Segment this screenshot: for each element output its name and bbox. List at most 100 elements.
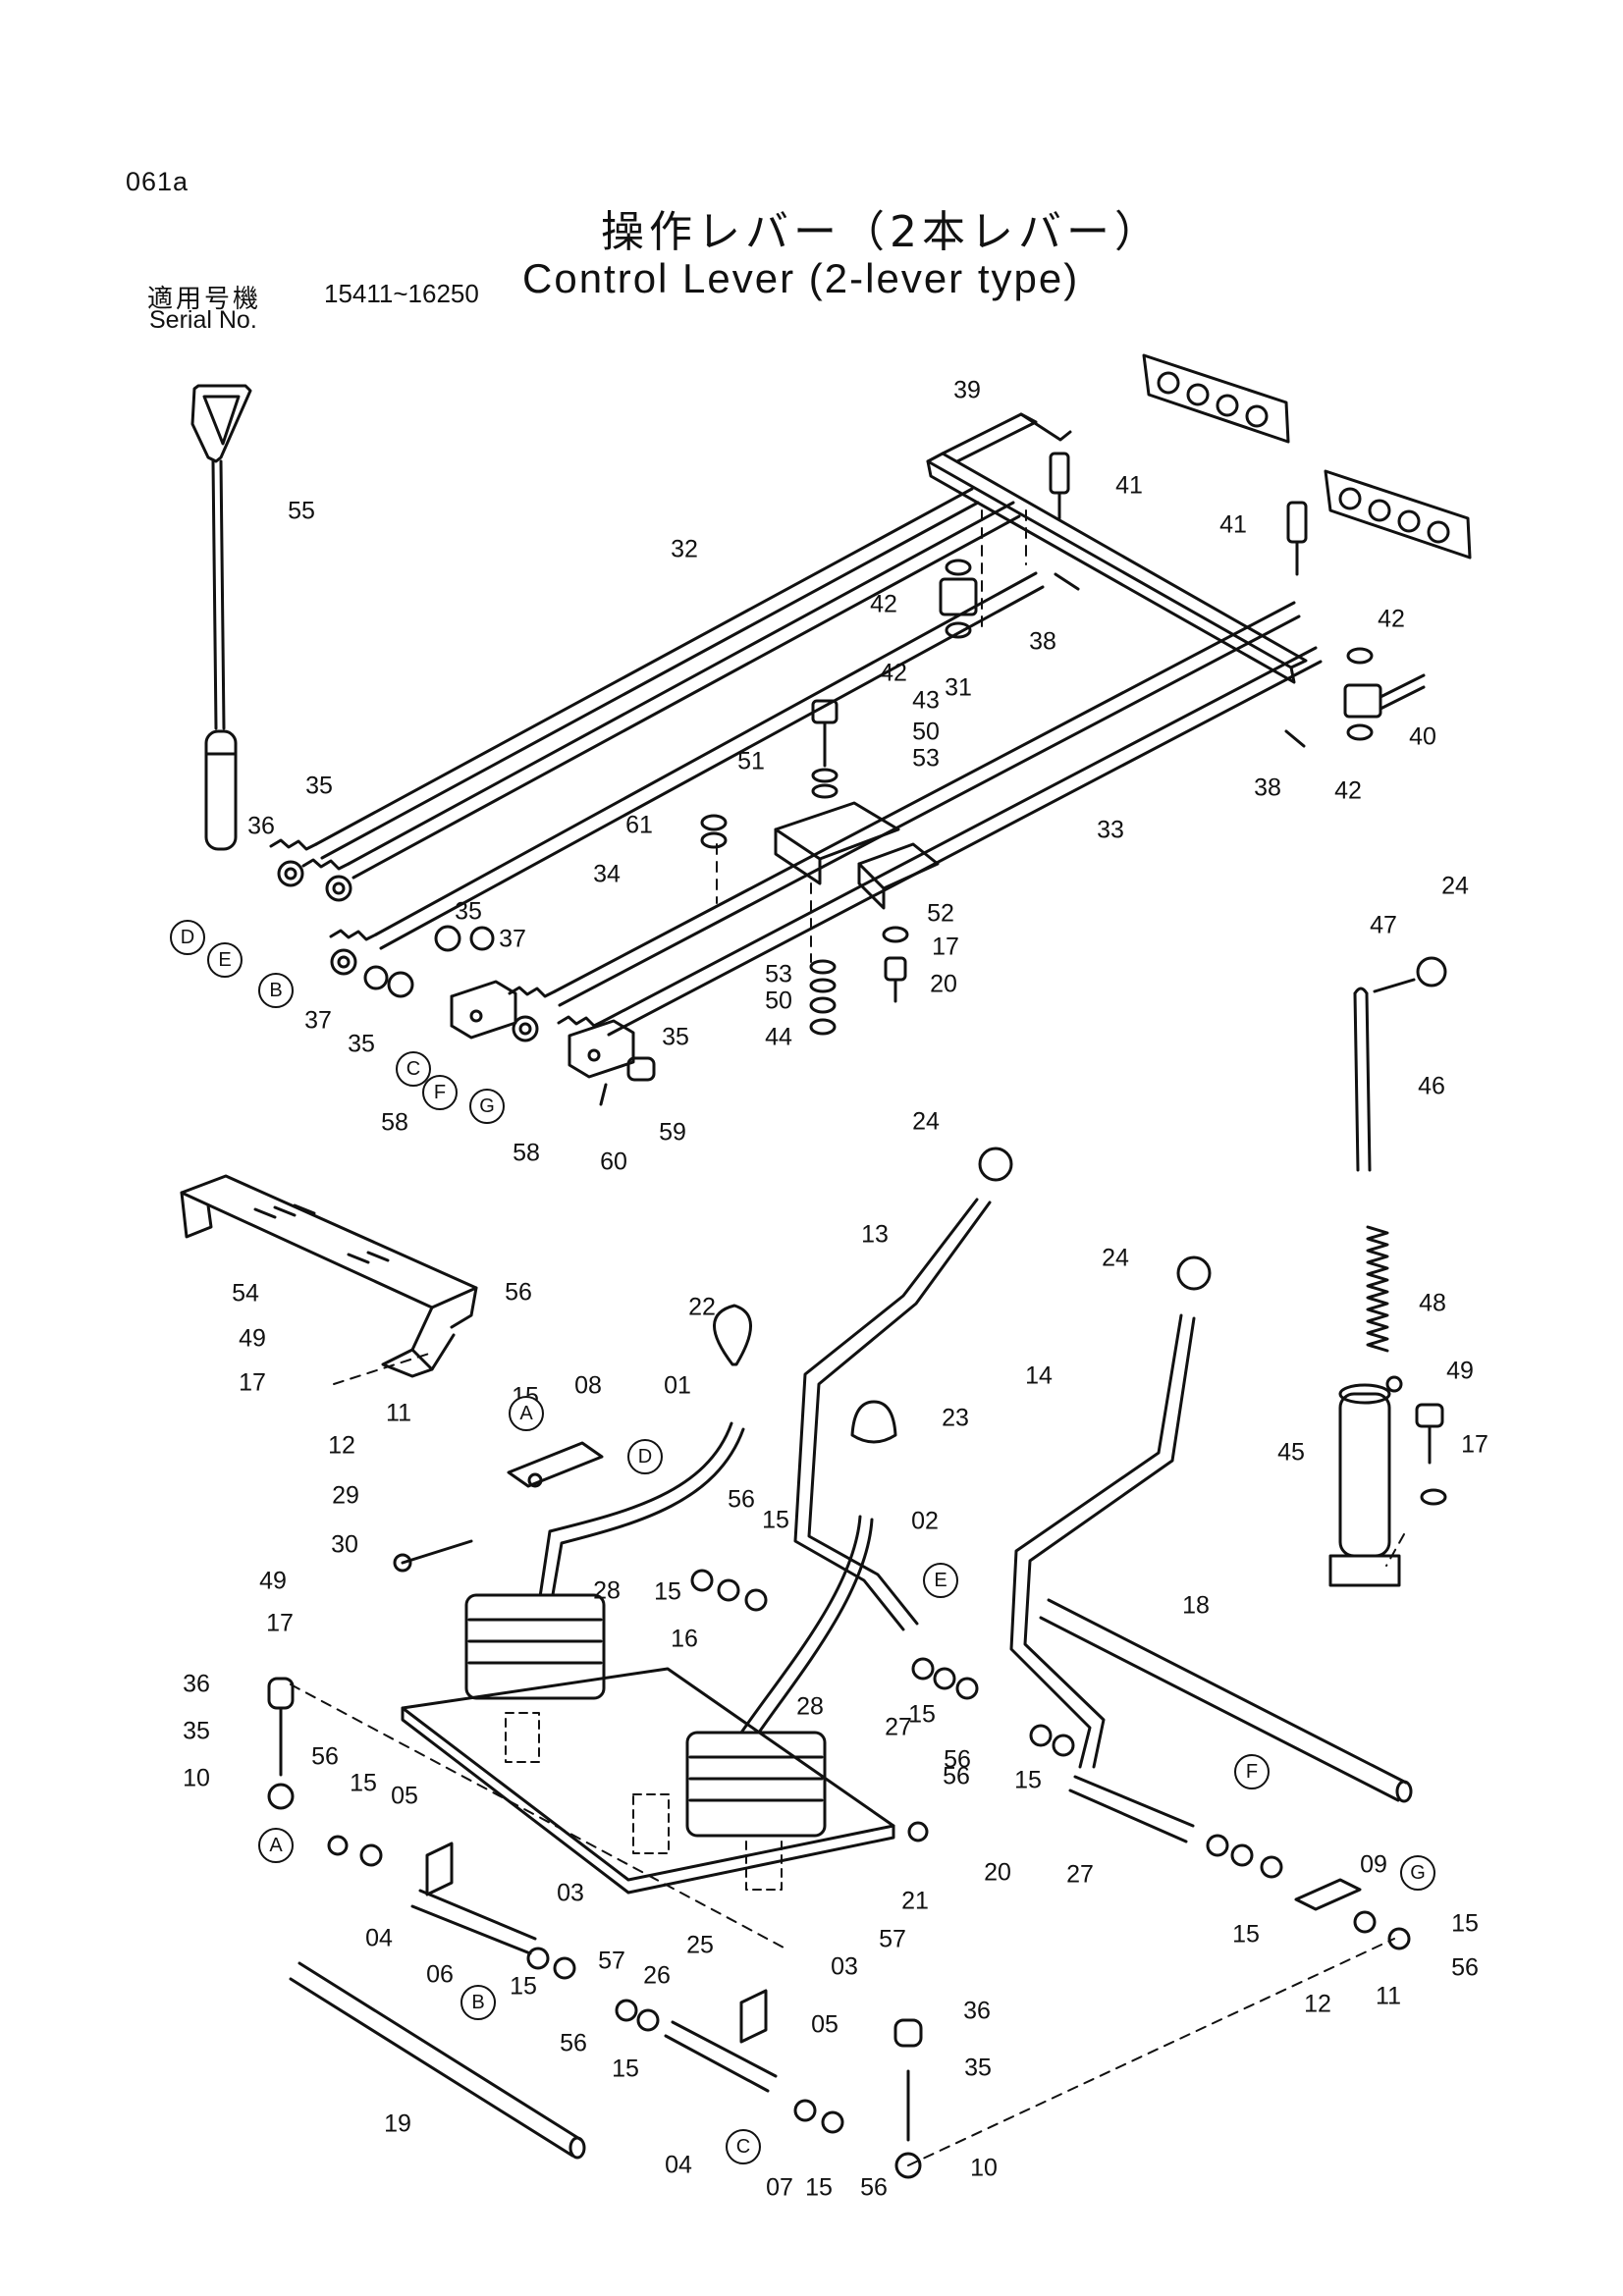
part-label: 56 xyxy=(944,1745,971,1774)
part-label: 04 xyxy=(365,1924,393,1952)
part-label: 24 xyxy=(912,1107,940,1136)
part-label: 17 xyxy=(932,933,959,961)
part-label: 14 xyxy=(1025,1362,1053,1390)
part-label: 22 xyxy=(688,1293,716,1321)
part-label: 35 xyxy=(455,897,482,926)
part-label: 13 xyxy=(861,1220,889,1249)
part-label: 28 xyxy=(796,1692,824,1721)
part-label: 49 xyxy=(259,1567,287,1595)
title-japanese: 操作レバー（2本レバー） xyxy=(601,207,1163,257)
part-label: 15 xyxy=(1232,1920,1260,1949)
part-label: 61 xyxy=(625,811,653,839)
part-label: 56 xyxy=(560,2029,587,2057)
part-label: 30 xyxy=(331,1530,358,1559)
part-label: 32 xyxy=(671,535,698,563)
part-label: 24 xyxy=(1441,872,1469,900)
part-label: 42 xyxy=(1334,776,1362,805)
part-label: 23 xyxy=(942,1404,969,1432)
circled-letter: E xyxy=(207,942,243,978)
part-label: 36 xyxy=(183,1670,210,1698)
part-label: 35 xyxy=(662,1023,689,1051)
part-label: 18 xyxy=(1182,1591,1210,1620)
part-label: 48 xyxy=(1419,1289,1446,1317)
part-label: 46 xyxy=(1418,1072,1445,1100)
part-label: 15 xyxy=(510,1972,537,2001)
part-label: 35 xyxy=(305,772,333,800)
part-label: 57 xyxy=(598,1947,625,1975)
part-label: 12 xyxy=(1304,1990,1331,2018)
part-label: 27 xyxy=(885,1713,912,1741)
part-label: 15 xyxy=(350,1769,377,1797)
part-label: 24 xyxy=(1102,1244,1129,1272)
part-label: 11 xyxy=(1376,1982,1401,2010)
part-label: 10 xyxy=(970,2154,998,2182)
part-label: 56 xyxy=(860,2173,888,2202)
part-label: 04 xyxy=(665,2151,692,2179)
circled-letter: A xyxy=(258,1828,294,1863)
part-label: 55 xyxy=(288,497,315,525)
part-label: 19 xyxy=(384,2109,411,2138)
part-label: 47 xyxy=(1370,911,1397,939)
part-label: 52 xyxy=(927,899,954,928)
part-label: 08 xyxy=(574,1371,602,1400)
part-label: 58 xyxy=(513,1139,540,1167)
circled-letter: D xyxy=(170,920,205,955)
part-label: 10 xyxy=(183,1764,210,1792)
part-label: 07 xyxy=(766,2173,793,2202)
part-label: 15 xyxy=(805,2173,833,2202)
part-label: 17 xyxy=(239,1368,266,1397)
serial-label-english: Serial No. xyxy=(149,306,257,334)
part-label: 42 xyxy=(870,590,897,618)
title-english: Control Lever (2-lever type) xyxy=(522,255,1080,301)
part-label: 57 xyxy=(879,1925,906,1953)
upper-linkage-drawing xyxy=(269,412,1426,1106)
part-label: 15 xyxy=(762,1506,789,1534)
part-label: 27 xyxy=(1066,1860,1094,1889)
part-label: 50 xyxy=(765,987,792,1015)
part-label: 39 xyxy=(953,376,981,404)
part-label: 60 xyxy=(600,1148,627,1176)
part-label: 21 xyxy=(901,1887,929,1915)
lever-rod-55-drawing xyxy=(190,384,252,851)
part-label: 35 xyxy=(964,2054,992,2082)
part-label: 17 xyxy=(266,1609,294,1637)
part-label: 36 xyxy=(247,812,275,840)
circled-letter: G xyxy=(1400,1855,1435,1891)
serial-label-japanese: 適用号機 xyxy=(147,285,262,314)
control-valve-drawing xyxy=(1142,353,1472,560)
part-label: 28 xyxy=(593,1576,621,1605)
part-label: 40 xyxy=(1409,722,1436,751)
part-label: 26 xyxy=(643,1961,671,1990)
part-label: 34 xyxy=(593,860,621,888)
serial-range: 15411~16250 xyxy=(324,279,479,308)
part-label: 59 xyxy=(659,1118,686,1147)
cover-plate-54-drawing xyxy=(180,1174,478,1378)
part-label: 53 xyxy=(765,960,792,988)
part-label: 38 xyxy=(1029,627,1056,656)
spring-cylinder-drawing xyxy=(1328,1225,1447,1587)
part-label: 41 xyxy=(1115,471,1143,500)
part-label: 25 xyxy=(686,1931,714,1959)
part-label: 49 xyxy=(1446,1357,1474,1385)
part-label: 31 xyxy=(945,673,972,702)
part-label: 09 xyxy=(1360,1850,1387,1879)
circled-letter: D xyxy=(627,1439,663,1474)
part-label: 35 xyxy=(183,1717,210,1745)
part-label: 11 xyxy=(386,1399,411,1427)
circled-letter: F xyxy=(422,1075,458,1110)
circled-letter: F xyxy=(1234,1754,1270,1789)
part-label: 35 xyxy=(348,1030,375,1058)
part-label: 44 xyxy=(765,1023,792,1051)
part-label: 16 xyxy=(671,1625,698,1653)
part-label: 20 xyxy=(984,1858,1011,1887)
part-label: 42 xyxy=(880,659,907,687)
part-label: 56 xyxy=(311,1742,339,1771)
part-label: 15 xyxy=(908,1700,936,1729)
control-levers-drawing xyxy=(267,1147,1413,2179)
part-label: 29 xyxy=(332,1481,359,1510)
part-label: 50 xyxy=(912,718,940,746)
part-label: 05 xyxy=(391,1782,418,1810)
part-label: 15 xyxy=(612,2055,639,2083)
